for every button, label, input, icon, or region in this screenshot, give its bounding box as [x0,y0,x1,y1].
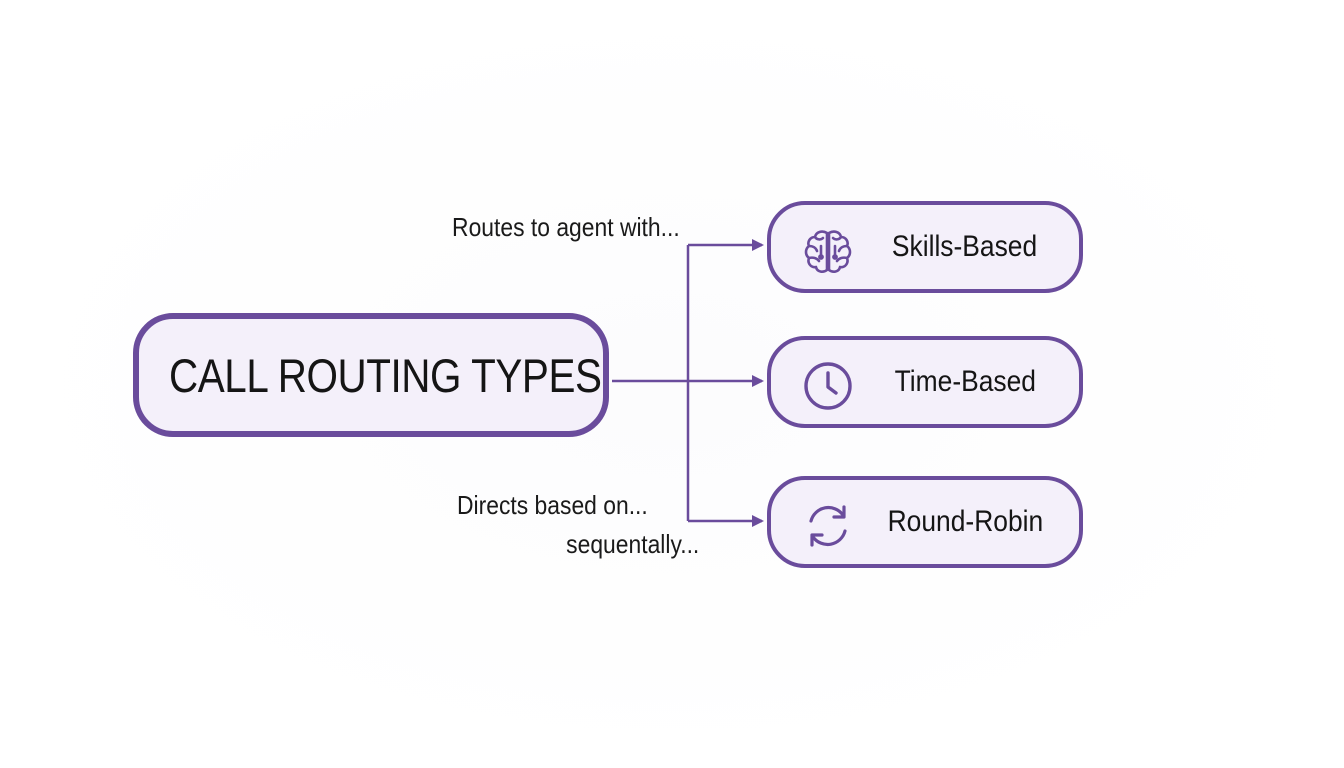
refresh-icon [801,499,855,553]
type-label-round-robin-text: Round-Robin [887,505,1043,538]
annotation-time: Directs based on... [431,490,648,521]
brain-icon [801,224,855,278]
annotation-round-robin: sequentally... [548,529,699,560]
type-label-skills-based: Skills-Based [871,205,1059,289]
type-node-round-robin: Round-Robin [767,476,1083,568]
annotation-round-robin-text: sequentally... [565,529,699,559]
type-label-round-robin: Round-Robin [871,480,1059,564]
annotation-skills-text: Routes to agent with... [452,212,680,242]
type-label-time-based-text: Time-Based [894,365,1036,398]
main-node: CALL ROUTING TYPES [133,313,609,437]
type-label-time-based: Time-Based [871,340,1059,424]
type-node-time-based: Time-Based [767,336,1083,428]
annotation-skills: Routes to agent with... [421,212,680,243]
clock-icon [801,359,855,413]
type-node-skills-based: Skills-Based [767,201,1083,293]
annotation-time-text: Directs based on... [457,490,648,520]
type-label-skills-based-text: Skills-Based [892,230,1038,263]
main-title: CALL ROUTING TYPES [169,348,602,402]
